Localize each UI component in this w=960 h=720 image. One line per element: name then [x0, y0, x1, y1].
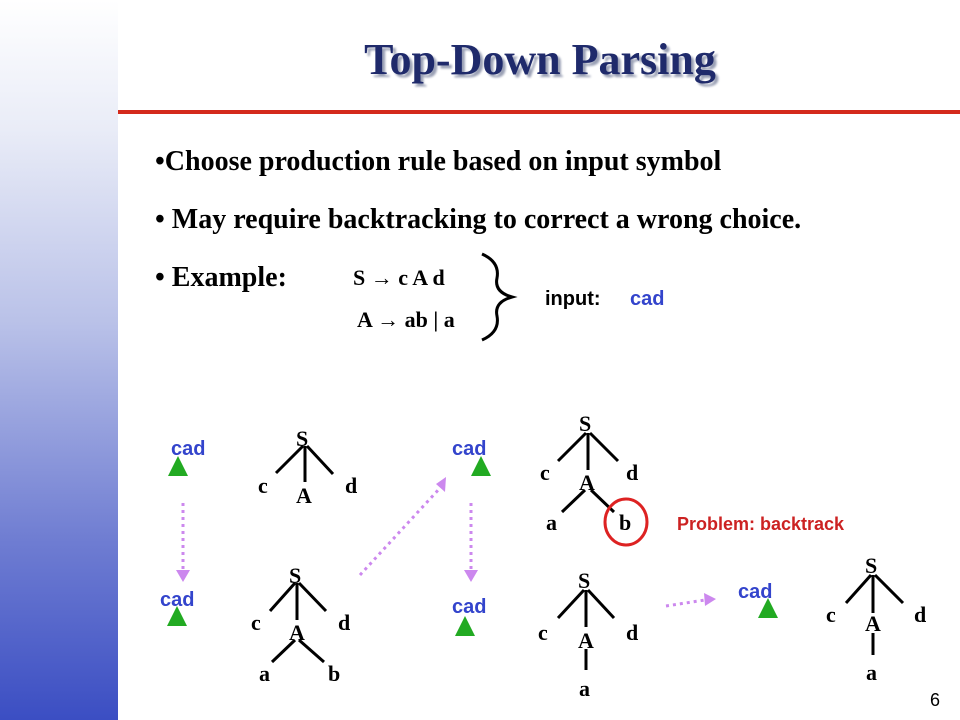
backtrack-circle: [603, 497, 649, 547]
right-brace: [481, 252, 518, 342]
arrowhead: [436, 477, 446, 492]
bullet-2: • May require backtracking to correct a …: [155, 204, 802, 235]
dotted-arrow: [358, 486, 442, 577]
svg-text:b: b: [619, 510, 631, 535]
svg-text:A: A: [865, 611, 881, 636]
slide-title: Top-Down Parsing: [364, 35, 716, 84]
svg-text:a: a: [579, 676, 590, 701]
problem-label: Problem: backtrack: [677, 514, 845, 534]
bullet-1: •Choose production rule based on input s…: [155, 146, 722, 177]
svg-text:a: a: [546, 510, 557, 535]
svg-text:c: c: [540, 460, 550, 485]
svg-text:S: S: [296, 426, 308, 451]
svg-text:d: d: [345, 473, 357, 498]
position-marker: [758, 598, 778, 618]
svg-text:A: A: [579, 470, 595, 495]
svg-text:a: a: [259, 661, 270, 686]
svg-text:A: A: [289, 620, 305, 645]
cad-label: cad: [160, 589, 194, 611]
position-marker: [168, 456, 188, 476]
svg-text:d: d: [338, 610, 350, 635]
cad-label: cad: [452, 438, 486, 460]
sidebar-gradient: [0, 0, 118, 720]
cad-label: cad: [738, 581, 772, 603]
svg-text:c: c: [826, 602, 836, 627]
svg-text:S: S: [578, 568, 590, 593]
arrowhead: [176, 570, 190, 582]
svg-text:S: S: [865, 553, 877, 578]
grammar-rule-2: A → ab | a: [357, 307, 455, 332]
dotted-arrow: [665, 598, 706, 608]
input-label: input:: [545, 288, 601, 310]
svg-text:S: S: [289, 563, 301, 588]
svg-text:a: a: [866, 660, 877, 685]
input-value: cad: [630, 288, 664, 310]
svg-text:b: b: [328, 661, 340, 686]
svg-text:A: A: [296, 483, 312, 508]
svg-text:c: c: [251, 610, 261, 635]
svg-text:d: d: [626, 620, 638, 645]
grammar-rule-1: S → c A d: [353, 265, 445, 290]
position-marker: [167, 606, 187, 626]
cad-label: cad: [452, 596, 486, 618]
position-marker: [471, 456, 491, 476]
svg-text:c: c: [258, 473, 268, 498]
position-marker: [455, 616, 475, 636]
title-underline: [118, 110, 960, 114]
svg-text:S: S: [579, 411, 591, 436]
svg-text:A: A: [578, 628, 594, 653]
svg-text:d: d: [626, 460, 638, 485]
bullet-3: • Example:: [155, 262, 287, 293]
arrowhead: [464, 570, 478, 582]
page-number: 6: [930, 690, 941, 710]
svg-text:c: c: [538, 620, 548, 645]
arrowhead: [704, 593, 716, 606]
cad-label: cad: [171, 438, 205, 460]
svg-text:d: d: [914, 602, 926, 627]
